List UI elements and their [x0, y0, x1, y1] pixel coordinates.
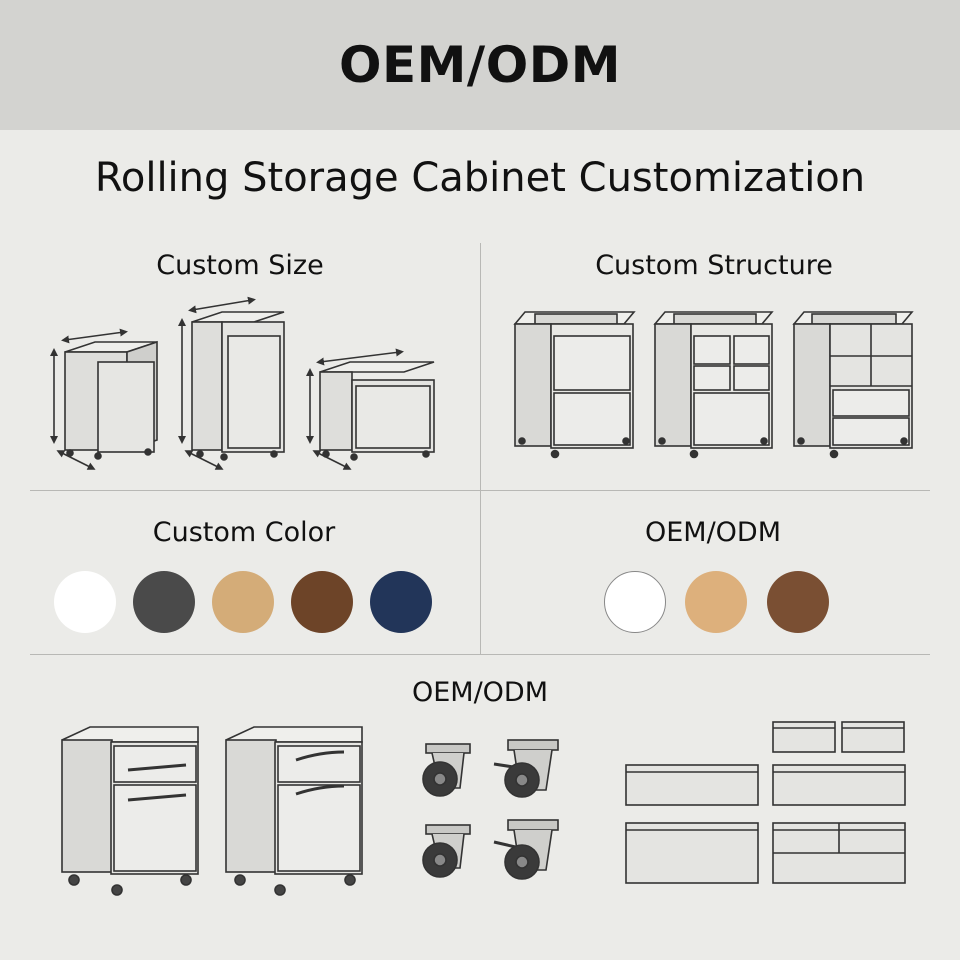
swatch-charcoal[interactable] — [133, 571, 195, 633]
swatch-light-oak[interactable] — [212, 571, 274, 633]
page-subtitle: Rolling Storage Cabinet Customization — [94, 155, 866, 201]
custom-size-label: Custom Size — [156, 250, 324, 281]
cabinet-with-grooves-icon — [225, 726, 363, 896]
oem-swatch-walnut[interactable] — [767, 571, 829, 633]
components-label: OEM/ODM — [411, 677, 549, 708]
caster-brake-icon — [493, 819, 559, 880]
wide-cabinet-icon — [319, 361, 435, 461]
divider-vertical — [480, 243, 481, 655]
divider-horizontal-2 — [30, 654, 930, 655]
oem-swatch-light-oak[interactable] — [685, 571, 747, 633]
open-shelf-frame-icon — [792, 311, 914, 459]
cabinet-with-handles-icon — [61, 726, 199, 896]
compartment-frame-icon — [653, 311, 774, 459]
caster-brake-icon — [493, 739, 559, 798]
panel-set-icon — [625, 721, 906, 884]
caster-icon — [422, 824, 471, 878]
header-banner: OEM/ODM — [0, 0, 960, 130]
custom-color-label: Custom Color — [152, 517, 336, 548]
divider-horizontal-1 — [30, 490, 930, 491]
oem-colors-label: OEM/ODM — [644, 517, 782, 548]
swatch-navy[interactable] — [370, 571, 432, 633]
swatch-walnut[interactable] — [291, 571, 353, 633]
small-cabinet-icon — [64, 340, 158, 460]
two-drawer-frame-icon — [513, 311, 636, 459]
oem-swatch-white[interactable] — [604, 571, 666, 633]
custom-structure-label: Custom Structure — [595, 250, 833, 281]
page-title: OEM/ODM — [339, 36, 621, 94]
caster-icon — [422, 743, 471, 797]
swatch-white[interactable] — [54, 571, 116, 633]
tall-cabinet-icon — [191, 311, 285, 461]
